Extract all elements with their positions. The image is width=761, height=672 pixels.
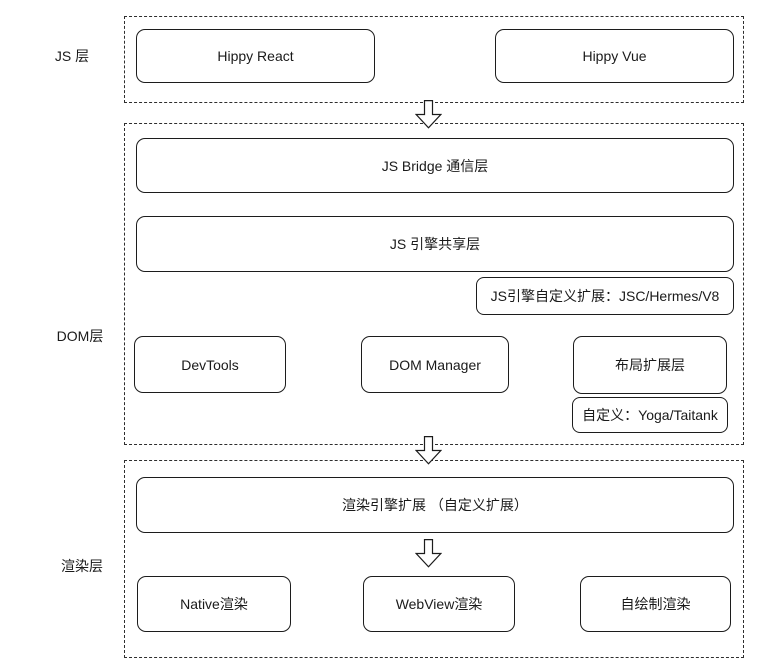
layout-custom-box: 自定义：Yoga/Taitank: [572, 397, 728, 433]
down-arrow-icon: [415, 436, 442, 465]
render-engine-ext-box: 渲染引擎扩展 （自定义扩展）: [136, 477, 734, 533]
render-layer-label: 渲染层: [61, 558, 103, 574]
webview-render-box: WebView渲染: [363, 576, 515, 632]
dom-layer-label: DOM层: [56, 328, 104, 344]
js-bridge-box: JS Bridge 通信层: [136, 138, 734, 193]
js-engine-share-box: JS 引擎共享层: [136, 216, 734, 272]
js-layer-section: [124, 16, 744, 103]
render-layer-section: [124, 460, 744, 658]
js-engine-custom-ext-box: JS引擎自定义扩展：JSC/Hermes/V8: [476, 277, 734, 315]
dom-manager-box: DOM Manager: [361, 336, 509, 393]
down-arrow-icon: [415, 100, 442, 129]
hippy-vue-box: Hippy Vue: [495, 29, 734, 83]
devtools-box: DevTools: [134, 336, 286, 393]
dom-layer-section: [124, 123, 744, 445]
hippy-react-box: Hippy React: [136, 29, 375, 83]
js-layer-label: JS 层: [54, 48, 90, 64]
self-draw-render-box: 自绘制渲染: [580, 576, 731, 632]
down-arrow-icon: [415, 539, 442, 568]
native-render-box: Native渲染: [137, 576, 291, 632]
layout-ext-box: 布局扩展层: [573, 336, 727, 394]
